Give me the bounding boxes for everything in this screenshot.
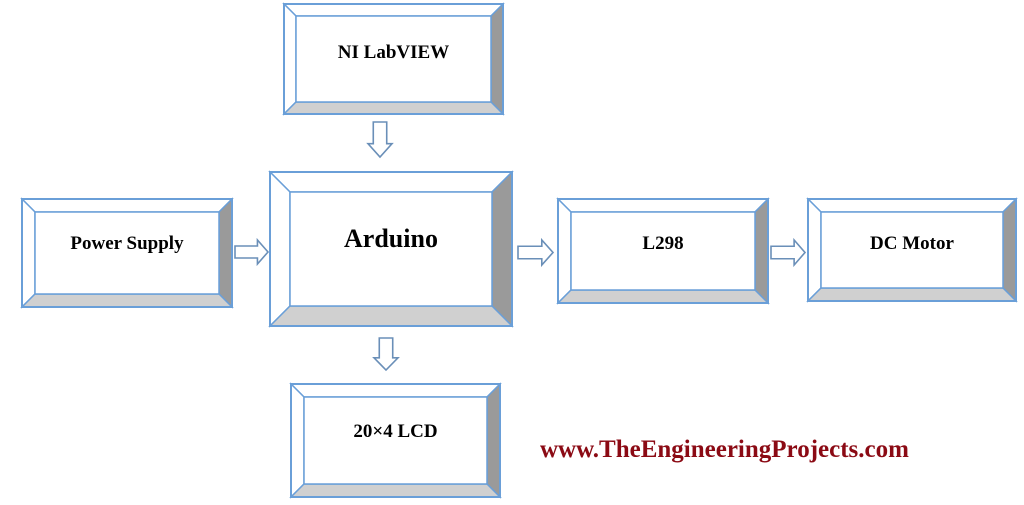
arrow-labview-to-arduino bbox=[366, 121, 394, 159]
bevel-frame-icon bbox=[556, 197, 770, 305]
block-l298: L298 bbox=[556, 197, 770, 305]
block-label: L298 bbox=[642, 233, 684, 254]
arrow-right-icon bbox=[770, 237, 807, 268]
block-labview: NI LabVIEW bbox=[282, 2, 505, 116]
bevel-frame-icon bbox=[20, 197, 234, 309]
website-watermark: www.TheEngineeringProjects.com bbox=[540, 436, 909, 463]
block-dcmotor: DC Motor bbox=[806, 197, 1018, 303]
bevel-frame-icon bbox=[282, 2, 505, 116]
arrow-arduino-to-l298 bbox=[517, 237, 555, 268]
arrow-right-icon bbox=[234, 237, 270, 267]
bevel-frame-icon bbox=[806, 197, 1018, 303]
arrow-right-icon bbox=[517, 237, 555, 268]
arrow-down-icon bbox=[372, 337, 400, 372]
block-label: 20×4 LCD bbox=[353, 421, 438, 442]
block-label: Power Supply bbox=[70, 233, 184, 254]
bevel-frame-icon bbox=[289, 382, 502, 499]
block-label: NI LabVIEW bbox=[337, 42, 450, 63]
arrow-l298-to-dcmotor bbox=[770, 237, 807, 268]
block-label: DC Motor bbox=[870, 233, 954, 254]
block-label: Arduino bbox=[344, 224, 438, 253]
arrow-down-icon bbox=[366, 121, 394, 159]
block-arduino: Arduino bbox=[268, 170, 514, 328]
arrow-arduino-to-lcd bbox=[372, 337, 400, 372]
bevel-frame-icon bbox=[268, 170, 514, 328]
arrow-power-to-arduino bbox=[234, 237, 270, 267]
block-lcd: 20×4 LCD bbox=[289, 382, 502, 499]
block-power: Power Supply bbox=[20, 197, 234, 309]
